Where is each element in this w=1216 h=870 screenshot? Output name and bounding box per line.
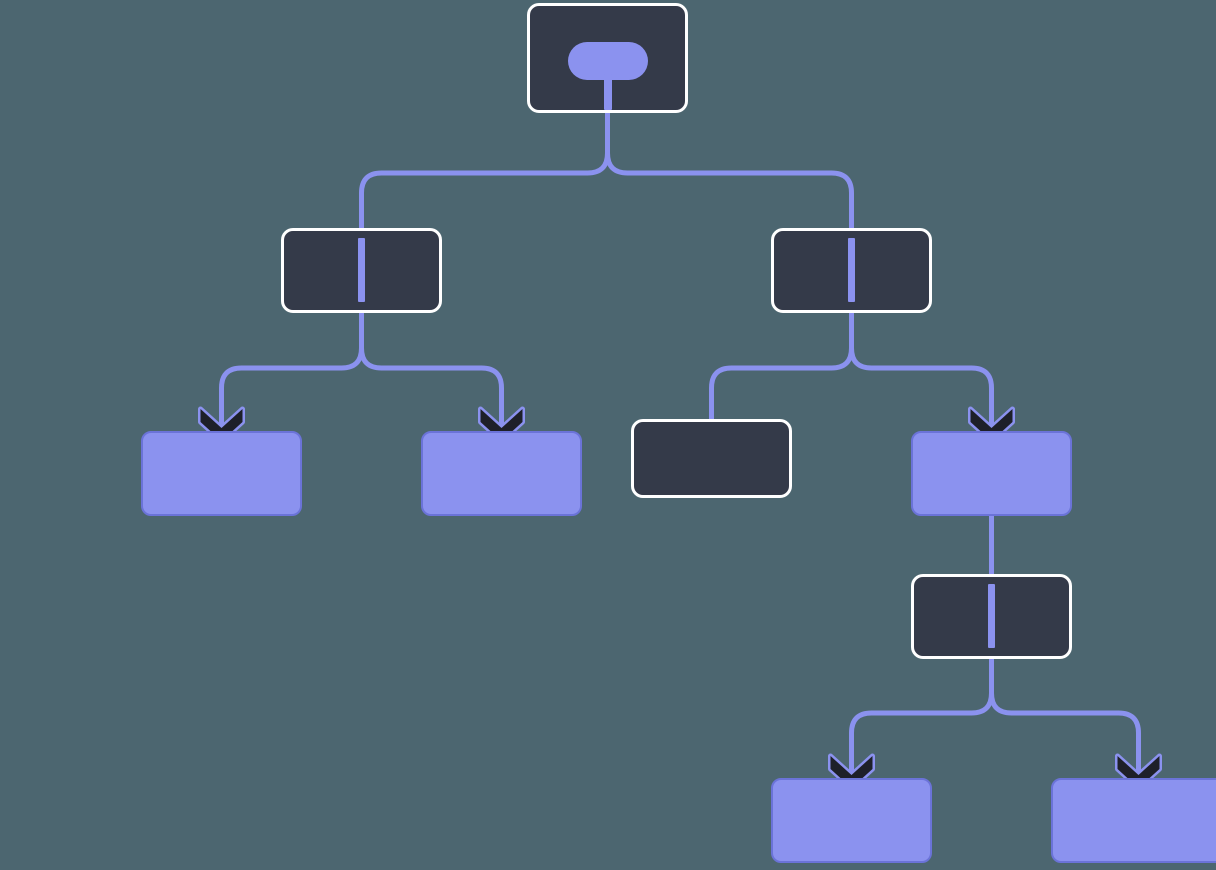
- tree-node-n7[interactable]: [911, 431, 1072, 516]
- node-stem-marker-n1: [604, 74, 612, 110]
- tree-node-n6[interactable]: [631, 419, 792, 498]
- node-pill-marker-n1: [568, 42, 648, 80]
- tree-node-n5[interactable]: [421, 431, 582, 516]
- tree-node-n10[interactable]: [1051, 778, 1216, 863]
- tree-node-n4[interactable]: [141, 431, 302, 516]
- tree-node-n9[interactable]: [771, 778, 932, 863]
- node-bar-marker-n8: [988, 584, 995, 648]
- node-bar-marker-n2: [358, 238, 365, 302]
- node-bar-marker-n3: [848, 238, 855, 302]
